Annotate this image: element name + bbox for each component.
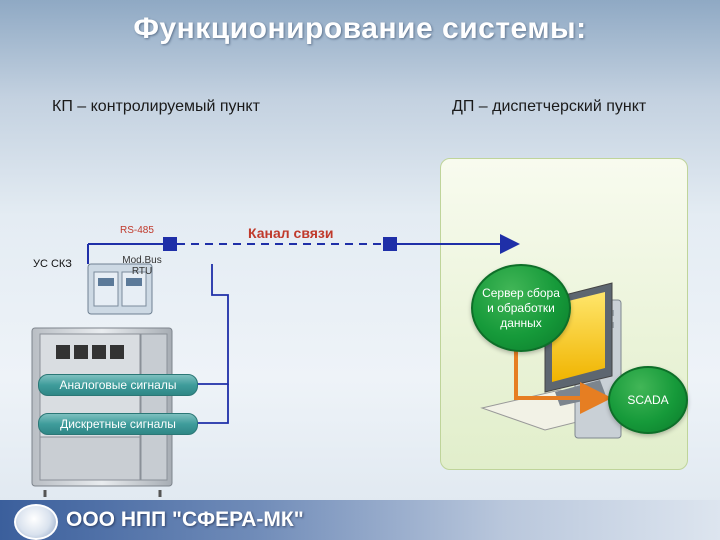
footer-bar bbox=[0, 500, 720, 540]
rs485-label: RS-485 bbox=[120, 225, 154, 236]
scada-flow-arrow bbox=[514, 348, 612, 414]
company-logo-icon bbox=[14, 504, 58, 540]
kp-modem-node bbox=[163, 237, 177, 251]
us-skz-device-image bbox=[87, 263, 153, 315]
signal-bracket-analog bbox=[196, 264, 229, 385]
signal-bracket-discrete bbox=[196, 384, 229, 424]
server-node: Сервер сбора и обработки данных bbox=[471, 264, 571, 352]
field-cabinet-image bbox=[31, 327, 173, 497]
kp-title: КП – контролируемый пункт bbox=[52, 98, 260, 115]
analog-signals-label: Аналоговые сигналы bbox=[38, 374, 198, 396]
server-label: Сервер сбора и обработки данных bbox=[482, 285, 560, 330]
modbus-label: Mod.Bus RTU bbox=[122, 255, 162, 277]
company-name: ООО НПП "СФЕРА-МК" bbox=[66, 508, 304, 531]
channel-label: Канал связи bbox=[248, 225, 334, 241]
scada-label: SCADA bbox=[627, 393, 669, 407]
discrete-signals-label: Дискретные сигналы bbox=[38, 413, 198, 435]
dp-title: ДП – диспетчерский пункт bbox=[452, 98, 647, 115]
page-title: Функционирование системы: bbox=[133, 12, 587, 45]
dp-modem-node bbox=[383, 237, 397, 251]
scada-node: SCADA bbox=[608, 366, 688, 434]
us-skz-label: УС СКЗ bbox=[33, 258, 72, 270]
